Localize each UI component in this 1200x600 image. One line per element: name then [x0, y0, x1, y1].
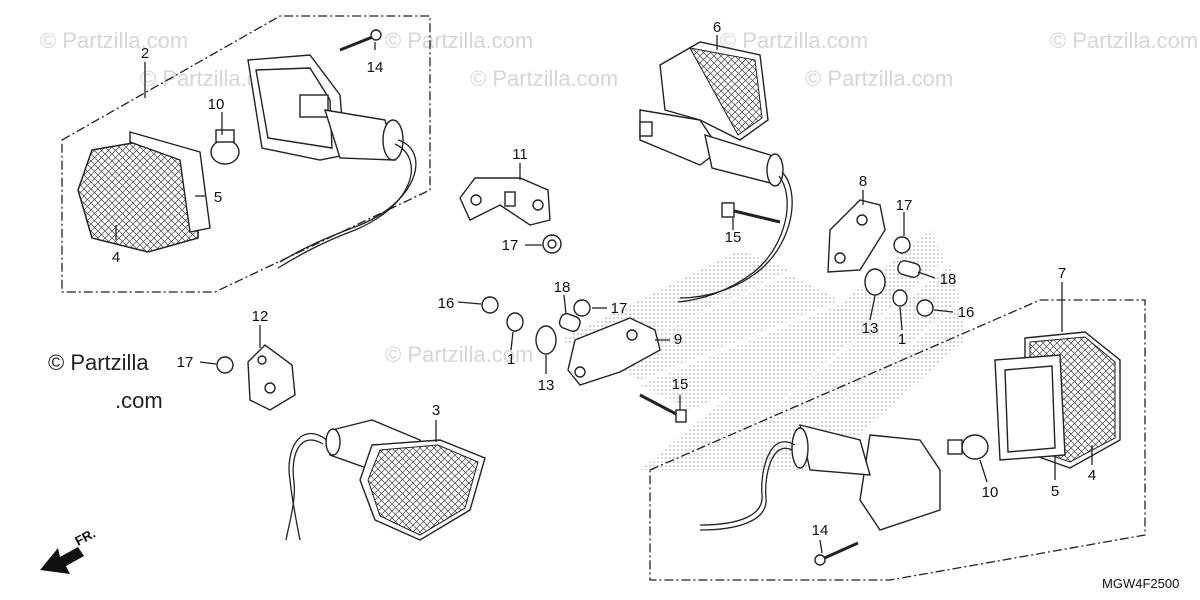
callout-label: 17: [611, 300, 628, 317]
watermark: © Partzilla.com: [385, 342, 533, 367]
partzilla-watermark-line2: .com: [115, 388, 163, 413]
watermark: © Partzilla.com: [1050, 28, 1198, 53]
watermark: © Partzilla.com: [805, 66, 953, 91]
rear-left-turn-signal: [699, 331, 1121, 566]
callout-label: 10: [208, 96, 225, 113]
leader-lines: [115, 35, 1093, 554]
callout-labels: 2 14 10 5 4 6 11 17 8 17 15 18 16 18 17 …: [112, 19, 1096, 539]
callout-label: 11: [512, 146, 528, 163]
bracket-11: [459, 177, 562, 254]
bracket-12: [216, 344, 296, 411]
callout-label: 17: [502, 237, 519, 254]
callout-label: 13: [862, 320, 879, 337]
callout-label: 10: [982, 484, 999, 501]
assembly-box-2: [61, 15, 431, 293]
callout-label: 1: [898, 331, 906, 348]
watermark: © Partzilla.com: [40, 28, 188, 53]
callout-label: 4: [1088, 467, 1096, 484]
partzilla-watermark-line1: © Partzilla: [48, 350, 149, 375]
callout-label: 8: [859, 173, 867, 190]
callout-label: 3: [432, 402, 440, 419]
front-direction-arrow: FR.: [40, 526, 98, 574]
callout-label: 17: [177, 354, 194, 371]
front-left-turn-signal: [77, 29, 417, 269]
callout-label: 17: [896, 197, 913, 214]
diagram-code: MGW4F2500: [1102, 576, 1179, 591]
callout-label: 18: [554, 279, 571, 296]
watermark: © Partzilla.com: [385, 28, 533, 53]
partzilla-watermark: © Partzilla .com: [48, 350, 163, 413]
callout-label: 13: [538, 377, 555, 394]
callout-label: 16: [958, 304, 975, 321]
callout-label: 2: [141, 45, 149, 62]
callout-label: 14: [812, 522, 829, 539]
callout-label: 6: [713, 19, 721, 36]
callout-label: 15: [725, 229, 742, 246]
watermark: © Partzilla.com: [720, 28, 868, 53]
callout-label: 5: [1051, 483, 1059, 500]
front-right-turn-signal: [285, 419, 486, 541]
callout-label: 15: [672, 376, 689, 393]
callout-label: 1: [507, 351, 515, 368]
callout-label: 14: [367, 59, 384, 76]
bracket-9: [481, 296, 687, 423]
callout-label: 12: [252, 308, 269, 325]
watermark: © Partzilla.com: [470, 66, 618, 91]
callout-label: 9: [674, 331, 682, 348]
callout-label: 18: [940, 271, 957, 288]
callout-label: 7: [1058, 265, 1066, 282]
front-arrow-label: FR.: [72, 526, 98, 549]
callout-label: 16: [438, 295, 455, 312]
bracket-8: [827, 199, 934, 317]
assembly-box-7: [649, 299, 1146, 581]
callout-label: 5: [214, 189, 222, 206]
rear-right-turn-signal: [639, 41, 793, 303]
callout-label: 4: [112, 249, 120, 266]
